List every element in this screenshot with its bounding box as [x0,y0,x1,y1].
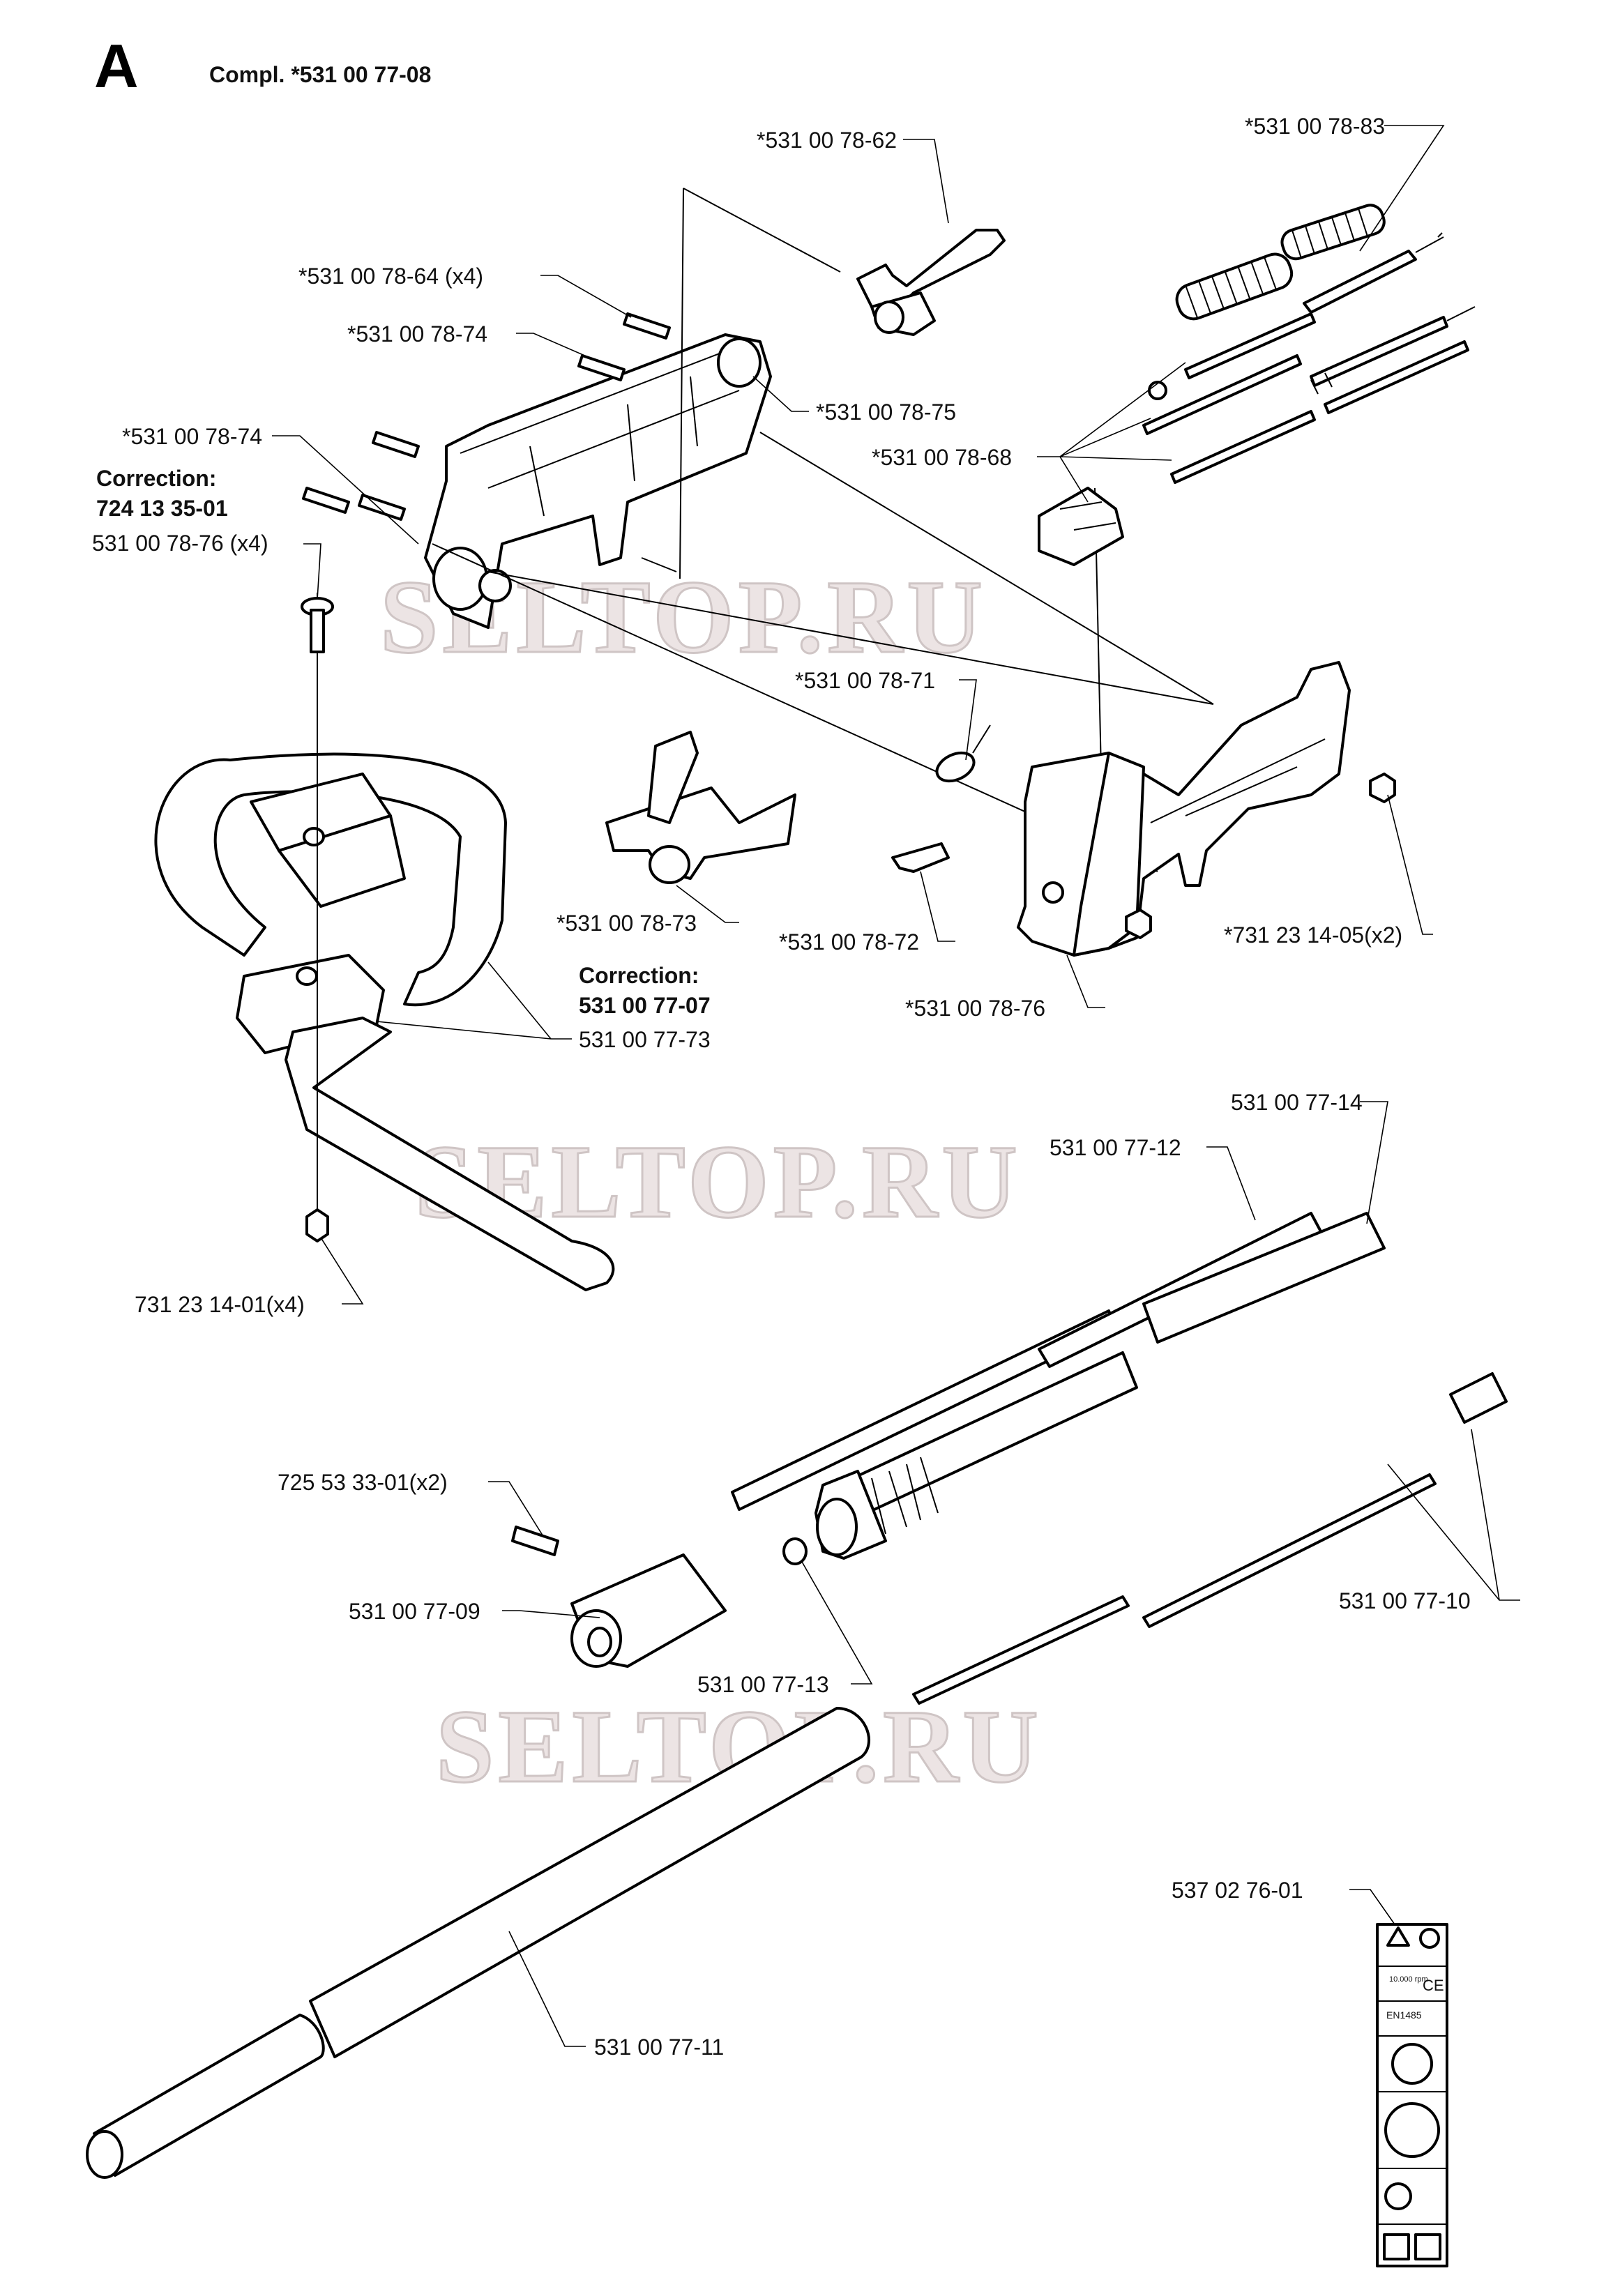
shaft-tube-14 [815,1212,1386,1560]
loop-handle [154,752,507,1007]
label-725-53-33-01: 725 53 33-01(x2) [278,1470,448,1495]
correction-value-1: 724 13 35-01 [96,496,228,521]
label-531-00-77-09: 531 00 77-09 [349,1599,480,1624]
drive-shaft-10 [912,1372,1508,1705]
hand-icon [1384,2182,1412,2210]
handle-bracket [1017,661,1351,957]
label-531-00-77-10: 531 00 77-10 [1339,1588,1471,1613]
throttle-trigger [605,731,796,884]
screws-top [302,312,671,521]
shaft-bar-12 [731,1212,1323,1511]
label-537-02-76-01: 537 02 76-01 [1172,1878,1303,1903]
correction-title-2: Correction: [579,963,699,988]
label-531-00-78-62: *531 00 78-62 [757,128,897,153]
safety-decal: CE 10.000 rpm EN1485 [1376,1923,1448,2267]
label-531-00-78-76: *531 00 78-76 [905,996,1045,1021]
label-531-00-77-73: 531 00 77-73 [579,1027,711,1052]
operator-icon [1391,2043,1433,2085]
shaft-rings [782,1537,808,1565]
label-531-00-78-83: *531 00 78-83 [1245,114,1385,139]
correction-value-2: 531 00 77-07 [579,993,711,1018]
label-531-00-77-11: 531 00 77-11 [594,2035,724,2060]
label-531-00-78-71: *531 00 78-71 [795,668,935,693]
nuts-14-05 [1125,773,1396,939]
label-531-00-78-68: *531 00 78-68 [872,445,1012,470]
label-531-00-77-14: 531 00 77-14 [1231,1090,1363,1115]
handle-screw [301,597,334,653]
label-531-00-78-74-b: *531 00 78-74 [122,424,262,449]
label-531-00-78-64: *531 00 78-64 (x4) [298,264,483,289]
spring-and-cable-set [1142,204,1476,484]
label-731-23-14-01: 731 23 14-01(x4) [135,1292,305,1317]
label-531-00-77-12: 531 00 77-12 [1050,1135,1181,1160]
label-531-00-78-75: *531 00 78-75 [816,400,956,425]
handle-clamp-bar [236,954,615,1291]
label-531-00-78-72: *531 00 78-72 [779,929,919,955]
leader-lines [272,125,1520,2047]
throttle-lever [856,229,1006,336]
label-731-23-14-05: *731 23 14-05(x2) [1224,922,1402,948]
coupling-77-09 [570,1553,727,1668]
distance-icon [1384,2102,1440,2158]
handle-nut [305,1208,329,1242]
standard-text: EN1485 [1386,2009,1422,2021]
label-531-00-78-76-x4: 531 00 78-76 (x4) [92,531,268,556]
boots-icon [1414,2233,1441,2260]
coupling-screw [511,1526,559,1556]
warning-icon [1386,1926,1410,1947]
gloves-icon [1383,2233,1410,2260]
label-531-00-77-13: 531 00 77-13 [697,1672,829,1697]
assembly-title: Compl. *531 00 77-08 [209,62,431,87]
ce-mark: CE [1423,1977,1444,1994]
correction-title-1: Correction: [96,466,216,491]
rpm-text: 10.000 rpm [1389,1975,1428,1984]
spring-clip [935,724,991,783]
helmet-icon [1419,1928,1440,1949]
switch-block [1038,487,1124,566]
main-tube-11 [86,1707,870,2179]
throttle-housing [424,333,772,629]
lock-stop [891,842,950,873]
label-531-00-78-74-a: *531 00 78-74 [347,321,487,347]
label-531-00-78-73: *531 00 78-73 [556,911,697,936]
section-letter: A [94,31,139,100]
